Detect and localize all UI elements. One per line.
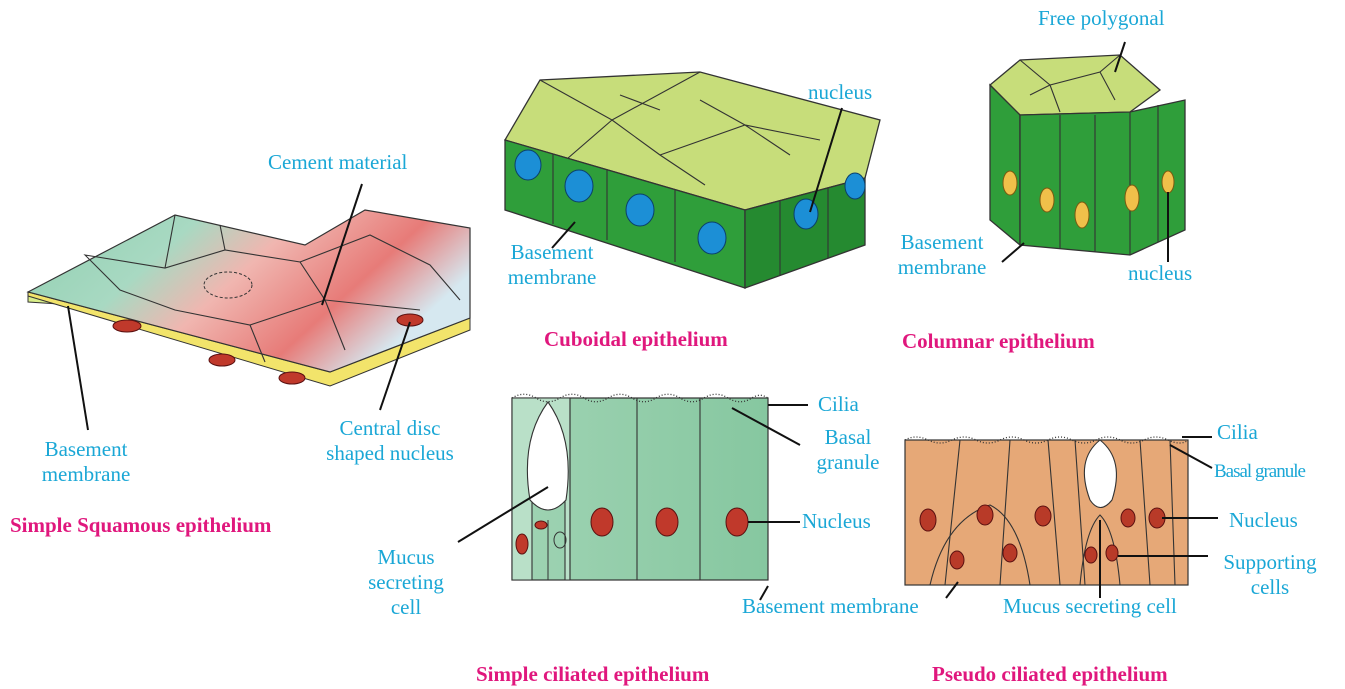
label-columnar-basement-line1: Basement [882,230,1002,255]
label-mucus-line3: cell [350,595,462,620]
squamous-epithelium-drawing [28,210,470,386]
caption-simple-ciliated: Simple ciliated epithelium [476,662,709,687]
label-simple-nucleus: Nucleus [802,509,871,534]
label-supporting-line1: Supporting [1206,550,1334,575]
label-mucus-line1: Mucus [350,545,462,570]
label-columnar-nucleus: nucleus [1128,261,1192,286]
label-simple-basal-granule: Basal granule [798,425,898,475]
label-simple-basement-membrane: Basement membrane [742,594,919,619]
label-pseudo-nucleus: Nucleus [1229,508,1298,533]
label-columnar-basement-line2: membrane [882,255,1002,280]
label-squamous-basement-membrane: Basement membrane [26,437,146,487]
label-cuboidal-basement-line2: membrane [492,265,612,290]
label-cuboidal-basement-line1: Basement [492,240,612,265]
label-cuboidal-basement-membrane: Basement membrane [492,240,612,290]
label-central-disc-line2: shaped nucleus [300,441,480,466]
label-free-polygonal: Free polygonal [1038,6,1165,31]
label-columnar-basement-membrane: Basement membrane [882,230,1002,280]
caption-simple-squamous: Simple Squamous epithelium [10,513,271,538]
label-cuboidal-nucleus: nucleus [808,80,872,105]
label-pseudo-cilia: Cilia [1217,420,1258,445]
caption-columnar: Columnar epithelium [902,329,1095,354]
label-mucus-line2: secreting [350,570,462,595]
label-pseudo-mucus-secreting-cell: Mucus secreting cell [1003,594,1177,619]
label-simple-basal-line2: granule [798,450,898,475]
pseudo-ciliated-drawing [905,437,1188,585]
label-cement-material: Cement material [268,150,407,175]
label-simple-basal-line1: Basal [798,425,898,450]
label-pseudo-basal-granule: Basal granule [1214,461,1305,484]
label-central-disc-line1: Central disc [300,416,480,441]
label-squamous-basement-line2: membrane [26,462,146,487]
columnar-epithelium-drawing [990,55,1185,255]
label-mucus-secreting-cell: Mucus secreting cell [350,545,462,621]
label-squamous-basement-line1: Basement [26,437,146,462]
caption-pseudo-ciliated: Pseudo ciliated epithelium [932,662,1168,687]
label-supporting-cells: Supporting cells [1206,550,1334,600]
label-simple-cilia: Cilia [818,392,859,417]
label-supporting-line2: cells [1206,575,1334,600]
caption-cuboidal: Cuboidal epithelium [544,327,728,352]
simple-ciliated-drawing [512,394,768,580]
label-central-disc-nucleus: Central disc shaped nucleus [300,416,480,466]
